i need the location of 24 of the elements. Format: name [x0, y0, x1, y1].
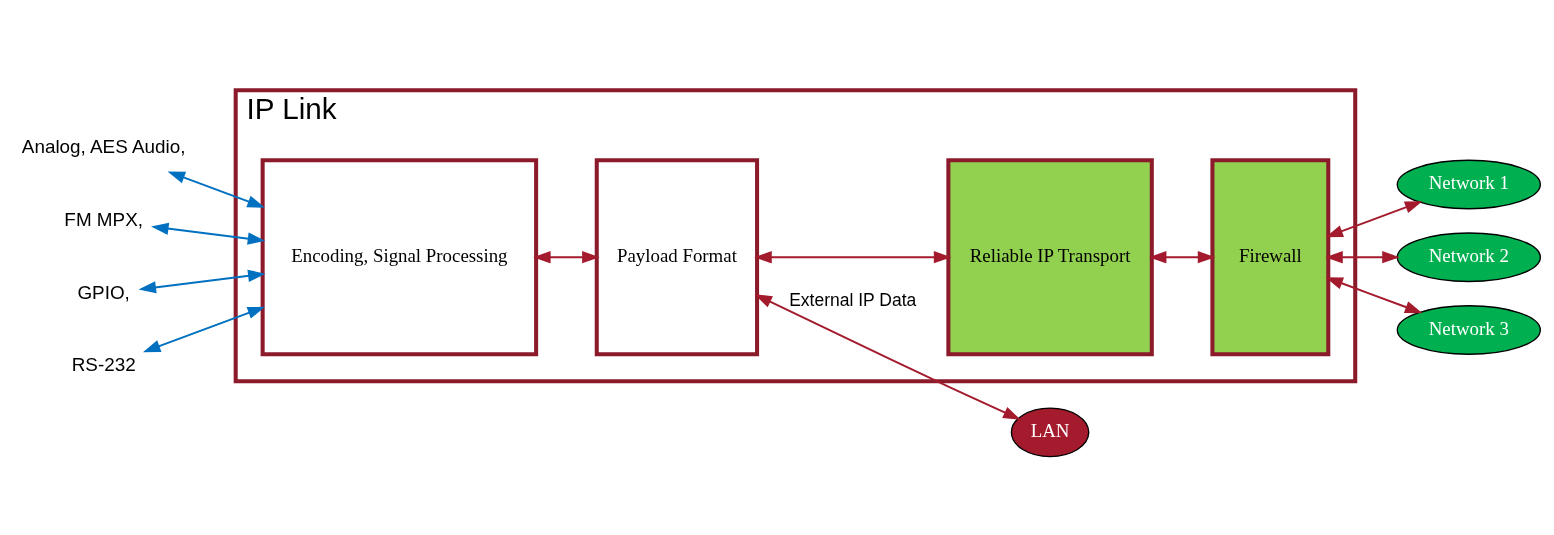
- node-box: Payload Format: [594, 157, 760, 356]
- node-text: Analog, AES Audio,: [21, 135, 186, 157]
- arrow: [533, 250, 600, 263]
- node-ellipse: Network 3: [1396, 304, 1541, 355]
- arrow: [151, 222, 266, 245]
- node-text: FM MPX,: [64, 208, 143, 230]
- node-box: Reliable IP Transport: [946, 157, 1154, 356]
- arrow: [1148, 250, 1216, 263]
- node-text: GPIO,: [77, 281, 130, 303]
- node-ellipse: Network 2: [1396, 231, 1541, 282]
- edge-label: External IP Data: [789, 289, 917, 310]
- arrow: [1325, 250, 1400, 263]
- arrow: [142, 306, 266, 352]
- node-box: Encoding, Signal Processing: [260, 157, 539, 356]
- node-ellipse: LAN: [1010, 406, 1090, 457]
- arrow: [1325, 276, 1423, 313]
- node-ellipse: Network 1: [1396, 159, 1541, 209]
- arrow: [1325, 200, 1423, 237]
- arrow: [754, 250, 952, 263]
- arrow: [138, 269, 266, 293]
- node-text: RS-232: [71, 353, 136, 375]
- arrow: [754, 293, 1021, 420]
- node-box: Firewall: [1210, 157, 1331, 356]
- arrow: [167, 170, 265, 208]
